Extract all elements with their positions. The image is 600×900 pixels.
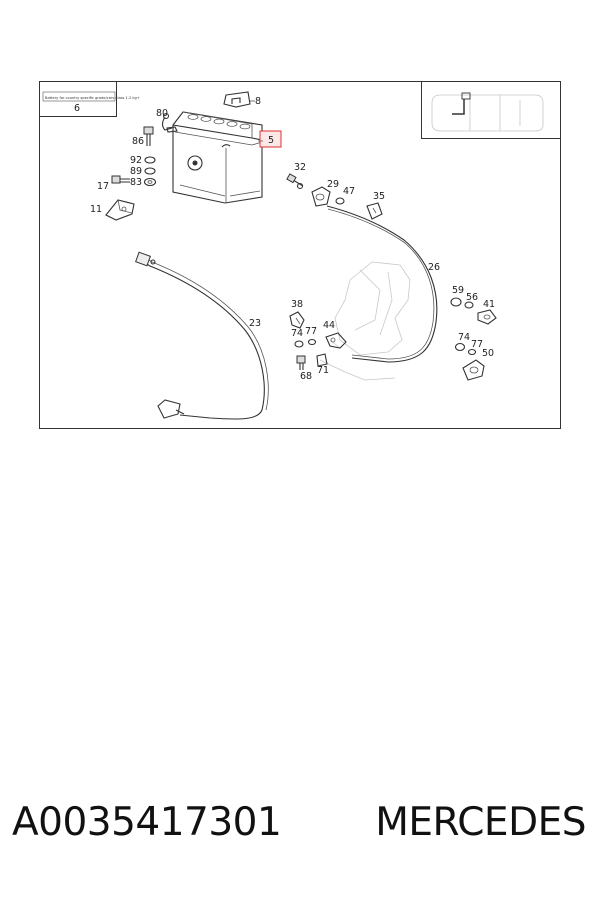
callout-74-right: 74 xyxy=(458,332,470,343)
part-89-washer xyxy=(144,167,156,175)
callout-26: 26 xyxy=(428,262,440,273)
callout-83: 83 xyxy=(130,177,142,188)
callout-56: 56 xyxy=(466,292,478,303)
part-23-end-top xyxy=(135,251,156,267)
part-32-terminal-bolt xyxy=(286,173,304,190)
part-17-bolt xyxy=(111,175,130,184)
part-26-cable xyxy=(326,205,438,363)
callout-23: 23 xyxy=(249,318,261,329)
callout-32: 32 xyxy=(294,162,306,173)
part-23-end-bottom xyxy=(157,399,185,419)
callout-92: 92 xyxy=(130,155,142,166)
part-41-clamp xyxy=(477,309,497,325)
callout-5-highlight xyxy=(259,130,282,148)
callout-41: 41 xyxy=(483,299,495,310)
footer: A0035417301 MERCEDES xyxy=(0,800,600,860)
part-86-bolt xyxy=(143,126,154,146)
part-71-clip xyxy=(316,353,328,367)
callout-86: 86 xyxy=(132,136,144,147)
diagram-frame xyxy=(39,81,561,429)
parts-diagram: Battery for country specific grade/cars … xyxy=(39,81,561,429)
part-56-washer xyxy=(464,301,474,309)
part-35-clip xyxy=(366,202,383,220)
part-50-grommet xyxy=(462,359,485,381)
inset-number: 6 xyxy=(74,103,80,114)
callout-68: 68 xyxy=(300,371,312,382)
part-number: A0035417301 xyxy=(12,800,282,845)
callout-50: 50 xyxy=(482,348,494,359)
part-47-nut xyxy=(335,197,345,205)
callout-77-right: 77 xyxy=(471,339,483,350)
callout-80: 80 xyxy=(156,108,168,119)
part-29-terminal-clamp xyxy=(311,186,331,207)
callout-35: 35 xyxy=(373,191,385,202)
callout-59: 59 xyxy=(452,285,464,296)
callout-89: 89 xyxy=(130,166,142,177)
part-80-cable xyxy=(161,116,173,131)
part-8-bracket xyxy=(223,91,251,108)
callout-47: 47 xyxy=(343,186,355,197)
part-38-terminal xyxy=(289,311,305,329)
part-77-washer-right xyxy=(467,348,477,356)
inset-note: Battery for country specific grade/cars … xyxy=(45,96,140,100)
leader-lines xyxy=(165,100,263,142)
callout-44: 44 xyxy=(323,320,335,331)
callout-71: 71 xyxy=(317,365,329,376)
part-74-washer-left xyxy=(294,340,304,348)
callout-29: 29 xyxy=(327,179,339,190)
callout-17: 17 xyxy=(97,181,109,192)
part-68-bolt xyxy=(296,355,306,370)
callout-8: 8 xyxy=(255,96,261,107)
callout-74-left: 74 xyxy=(291,328,303,339)
callout-77-left: 77 xyxy=(305,326,317,337)
callout-38: 38 xyxy=(291,299,303,310)
part-74-washer-right xyxy=(454,342,466,352)
callout-5: 5 xyxy=(268,135,274,146)
vehicle-locator-inset xyxy=(421,81,561,139)
part-80-clamp xyxy=(166,126,178,133)
inset-box: Battery for country specific grade/cars … xyxy=(39,81,140,117)
part-23-cable xyxy=(139,259,265,420)
part-77-washer-left xyxy=(307,338,317,346)
brand-name: MERCEDES xyxy=(375,800,586,845)
callout-11: 11 xyxy=(90,204,102,215)
part-11-clamp xyxy=(105,199,135,221)
part-83-nut xyxy=(143,177,157,187)
part-92-washer xyxy=(144,156,156,164)
part-59-nut xyxy=(450,297,462,307)
part-44-ring-terminal xyxy=(325,332,347,349)
